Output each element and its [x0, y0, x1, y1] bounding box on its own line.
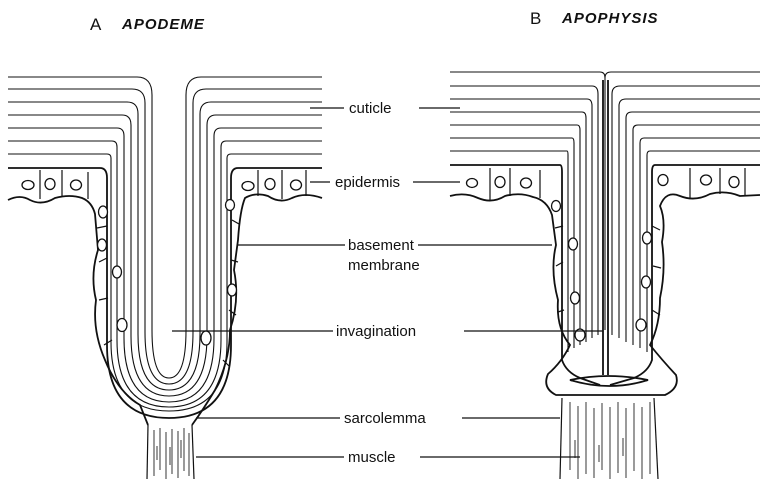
label-cuticle: cuticle	[310, 100, 460, 117]
apophysis-cuticle-layers	[450, 72, 760, 375]
label-epidermis-text: epidermis	[335, 174, 400, 191]
panel-a-letter: A	[90, 15, 102, 34]
apophysis-muscle	[560, 398, 658, 479]
panel-b-letter: B	[530, 9, 541, 28]
label-basement-membrane: basement membrane	[238, 237, 552, 274]
label-muscle: muscle	[196, 449, 580, 466]
label-sarcolemma: sarcolemma	[196, 410, 560, 427]
panel-b-title: B APOPHYSIS	[530, 9, 659, 28]
label-basement-line2: membrane	[348, 257, 420, 274]
label-epidermis: epidermis	[310, 174, 460, 191]
panel-b-name: APOPHYSIS	[561, 10, 659, 27]
label-basement-line1: basement	[348, 237, 415, 254]
label-muscle-text: muscle	[348, 449, 396, 466]
label-invagination: invagination	[172, 323, 603, 340]
apodeme-cuticle-layers	[8, 77, 322, 411]
apodeme-muscle	[147, 425, 194, 479]
label-invagination-text: invagination	[336, 323, 416, 340]
panel-a-name: APODEME	[121, 16, 205, 33]
apodeme-drawing	[8, 77, 322, 479]
label-cuticle-text: cuticle	[349, 100, 392, 117]
label-sarcolemma-text: sarcolemma	[344, 410, 426, 427]
apodeme-nuclei	[22, 179, 302, 346]
apodeme-epidermis	[8, 168, 322, 425]
panel-a-title: A APODEME	[90, 15, 205, 34]
